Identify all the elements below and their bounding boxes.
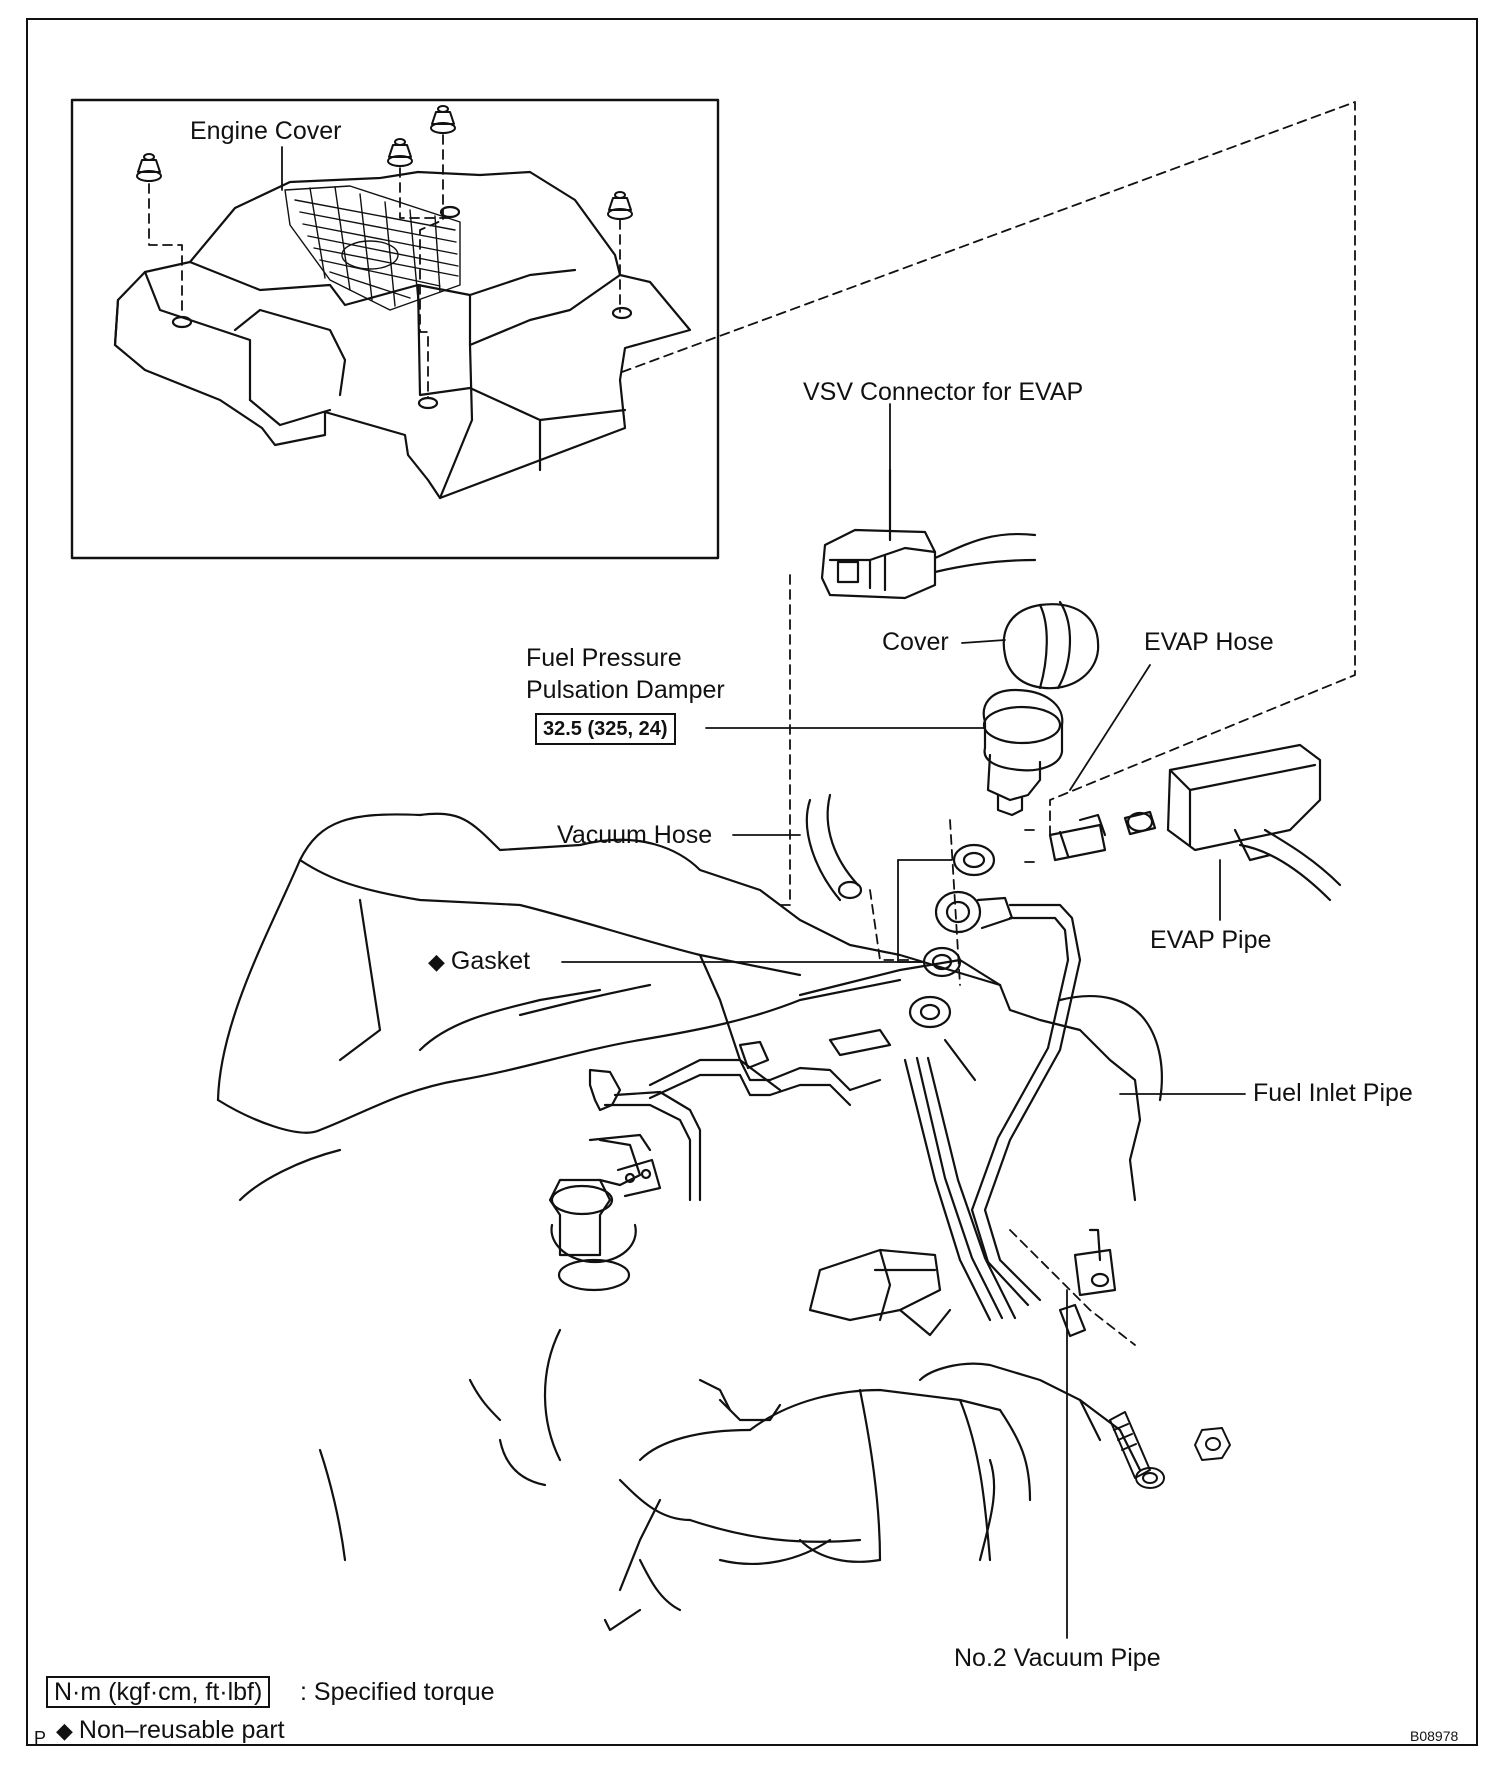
diagram-frame: [26, 18, 1478, 1746]
figure-code: B08978: [1410, 1728, 1459, 1744]
pipe-lines-part: [648, 1028, 1017, 1322]
torque-units-box: N·m (kgf·cm, ft·lbf): [46, 1676, 271, 1708]
fuel-pressure-label-line2: Pulsation Damper: [526, 676, 725, 704]
vacuum-hose-part: [805, 793, 863, 902]
bracket-part: [1058, 1228, 1117, 1338]
engine-cover-part: [113, 170, 692, 500]
gasket-icon: [952, 843, 996, 877]
fuel-inlet-pipe-label: Fuel Inlet Pipe: [1253, 1079, 1413, 1107]
engine-block-part: [318, 1248, 1142, 1632]
connector-icon: [820, 468, 1037, 600]
nut-icon: [387, 138, 413, 167]
banjo-fitting-part: [934, 890, 1014, 934]
engine-cover-inset-box: [70, 98, 720, 560]
evap-hose-part: [1048, 810, 1157, 862]
corner-letter: P: [34, 1728, 47, 1748]
torque-value-box: 32.5 (325, 24): [535, 713, 676, 745]
throttle-body-part: [548, 1068, 702, 1292]
vsv-connector-label: VSV Connector for EVAP: [803, 378, 1084, 406]
evap-pipe-label: EVAP Pipe: [1150, 926, 1272, 954]
evap-hose-label: EVAP Hose: [1144, 628, 1274, 656]
no2-vacuum-pipe-label: No.2 Vacuum Pipe: [954, 1644, 1161, 1672]
nut-icon: [1194, 1427, 1231, 1461]
non-reusable-text: Non–reusable part: [78, 1716, 285, 1744]
nut-icon: [607, 191, 633, 220]
bolt-icon: [1109, 1411, 1165, 1489]
fuel-inlet-pipe-part: [970, 903, 1082, 1307]
non-reusable-diamond-icon: ◆: [428, 949, 445, 974]
nut-icon: [430, 105, 456, 134]
non-reusable-diamond-icon: ◆: [56, 1718, 73, 1743]
gasket-text: Gasket: [450, 947, 531, 975]
engine-cover-label: Engine Cover: [190, 117, 342, 145]
evap-pipe-part: [1166, 743, 1342, 902]
intake-manifold-part: [216, 812, 1163, 1202]
torque-desc: : Specified torque: [300, 1678, 495, 1706]
pulsation-damper-part: [982, 688, 1064, 817]
gasket-label: ◆Gasket: [428, 947, 530, 976]
cover-label: Cover: [882, 628, 949, 656]
vacuum-hose-label: Vacuum Hose: [557, 821, 713, 849]
fuel-pressure-label-line1: Fuel Pressure: [526, 644, 682, 672]
gasket-icon: [908, 995, 952, 1029]
non-reusable-legend: ◆Non–reusable part: [56, 1716, 285, 1745]
nut-icon: [136, 153, 162, 182]
cover-cap-part: [1002, 600, 1100, 690]
